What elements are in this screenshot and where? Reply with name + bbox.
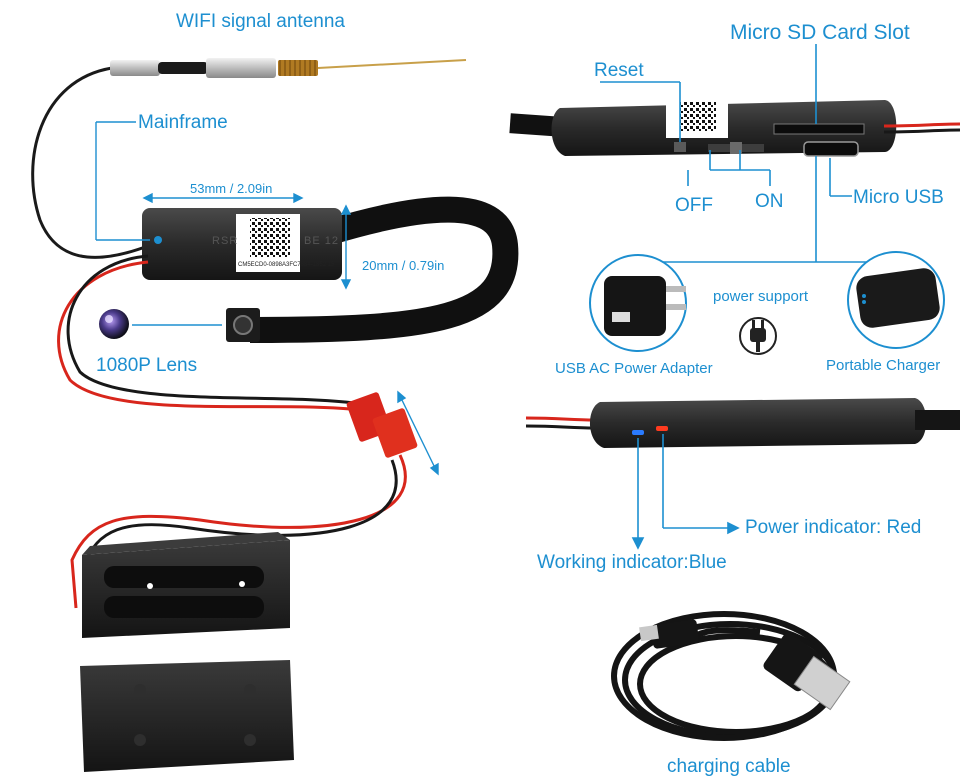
ribbon-cable [249, 196, 519, 343]
width-dimension-label: 53mm / 2.09in [190, 181, 273, 196]
led-blue [632, 430, 644, 435]
lens-module [99, 308, 260, 342]
mainframe-label: Mainframe [138, 112, 228, 133]
reset-button [674, 142, 686, 152]
module-brand-left: RSR [212, 235, 239, 247]
wifi-antenna [110, 58, 467, 78]
power-plug-icon [739, 317, 777, 355]
jst-connector [346, 392, 418, 458]
led-red [656, 426, 668, 431]
power-bank-icon [856, 268, 940, 328]
portable-charger-label: Portable Charger [826, 357, 941, 374]
on-label: ON [755, 191, 784, 212]
antenna-cable [31, 66, 149, 259]
qr-code-icon [680, 101, 716, 131]
device-topview [551, 98, 897, 157]
usb-a-plug [763, 632, 851, 711]
micro-sd-label: Micro SD Card Slot [730, 21, 910, 44]
micro-sd-slot [773, 123, 865, 135]
micro-usb-plug [639, 619, 699, 649]
height-dimension-label: 20mm / 0.79in [362, 258, 445, 273]
battery-box [82, 532, 290, 638]
battery-lid [80, 660, 294, 772]
qr-code-icon [250, 218, 290, 258]
lens-label: 1080P Lens [96, 355, 198, 376]
lens-icon [99, 309, 129, 339]
usb-adapter-label: USB AC Power Adapter [555, 360, 713, 377]
off-label: OFF [675, 195, 713, 216]
device-sideview [589, 398, 960, 448]
micro-usb-label: Micro USB [853, 187, 944, 208]
micro-usb-port [803, 141, 859, 157]
power-indicator-label: Power indicator: Red [745, 517, 922, 538]
right-top-callouts [600, 44, 880, 263]
power-support-label: power support [713, 288, 809, 305]
left-callouts [95, 121, 439, 476]
module-brand-right: BE 12 [304, 235, 339, 247]
charging-cable-label: charging cable [667, 756, 791, 777]
indicator-callouts [631, 434, 740, 550]
working-indicator-label: Working indicator:Blue [537, 552, 727, 573]
module-serial: CM5ECD0-0898A3FC7884-1852 15 [238, 262, 335, 268]
mainframe-module [142, 208, 342, 280]
reset-label: Reset [594, 60, 644, 81]
usb-adapter-icon [604, 276, 686, 336]
wifi-antenna-label: WIFI signal antenna [176, 11, 345, 32]
